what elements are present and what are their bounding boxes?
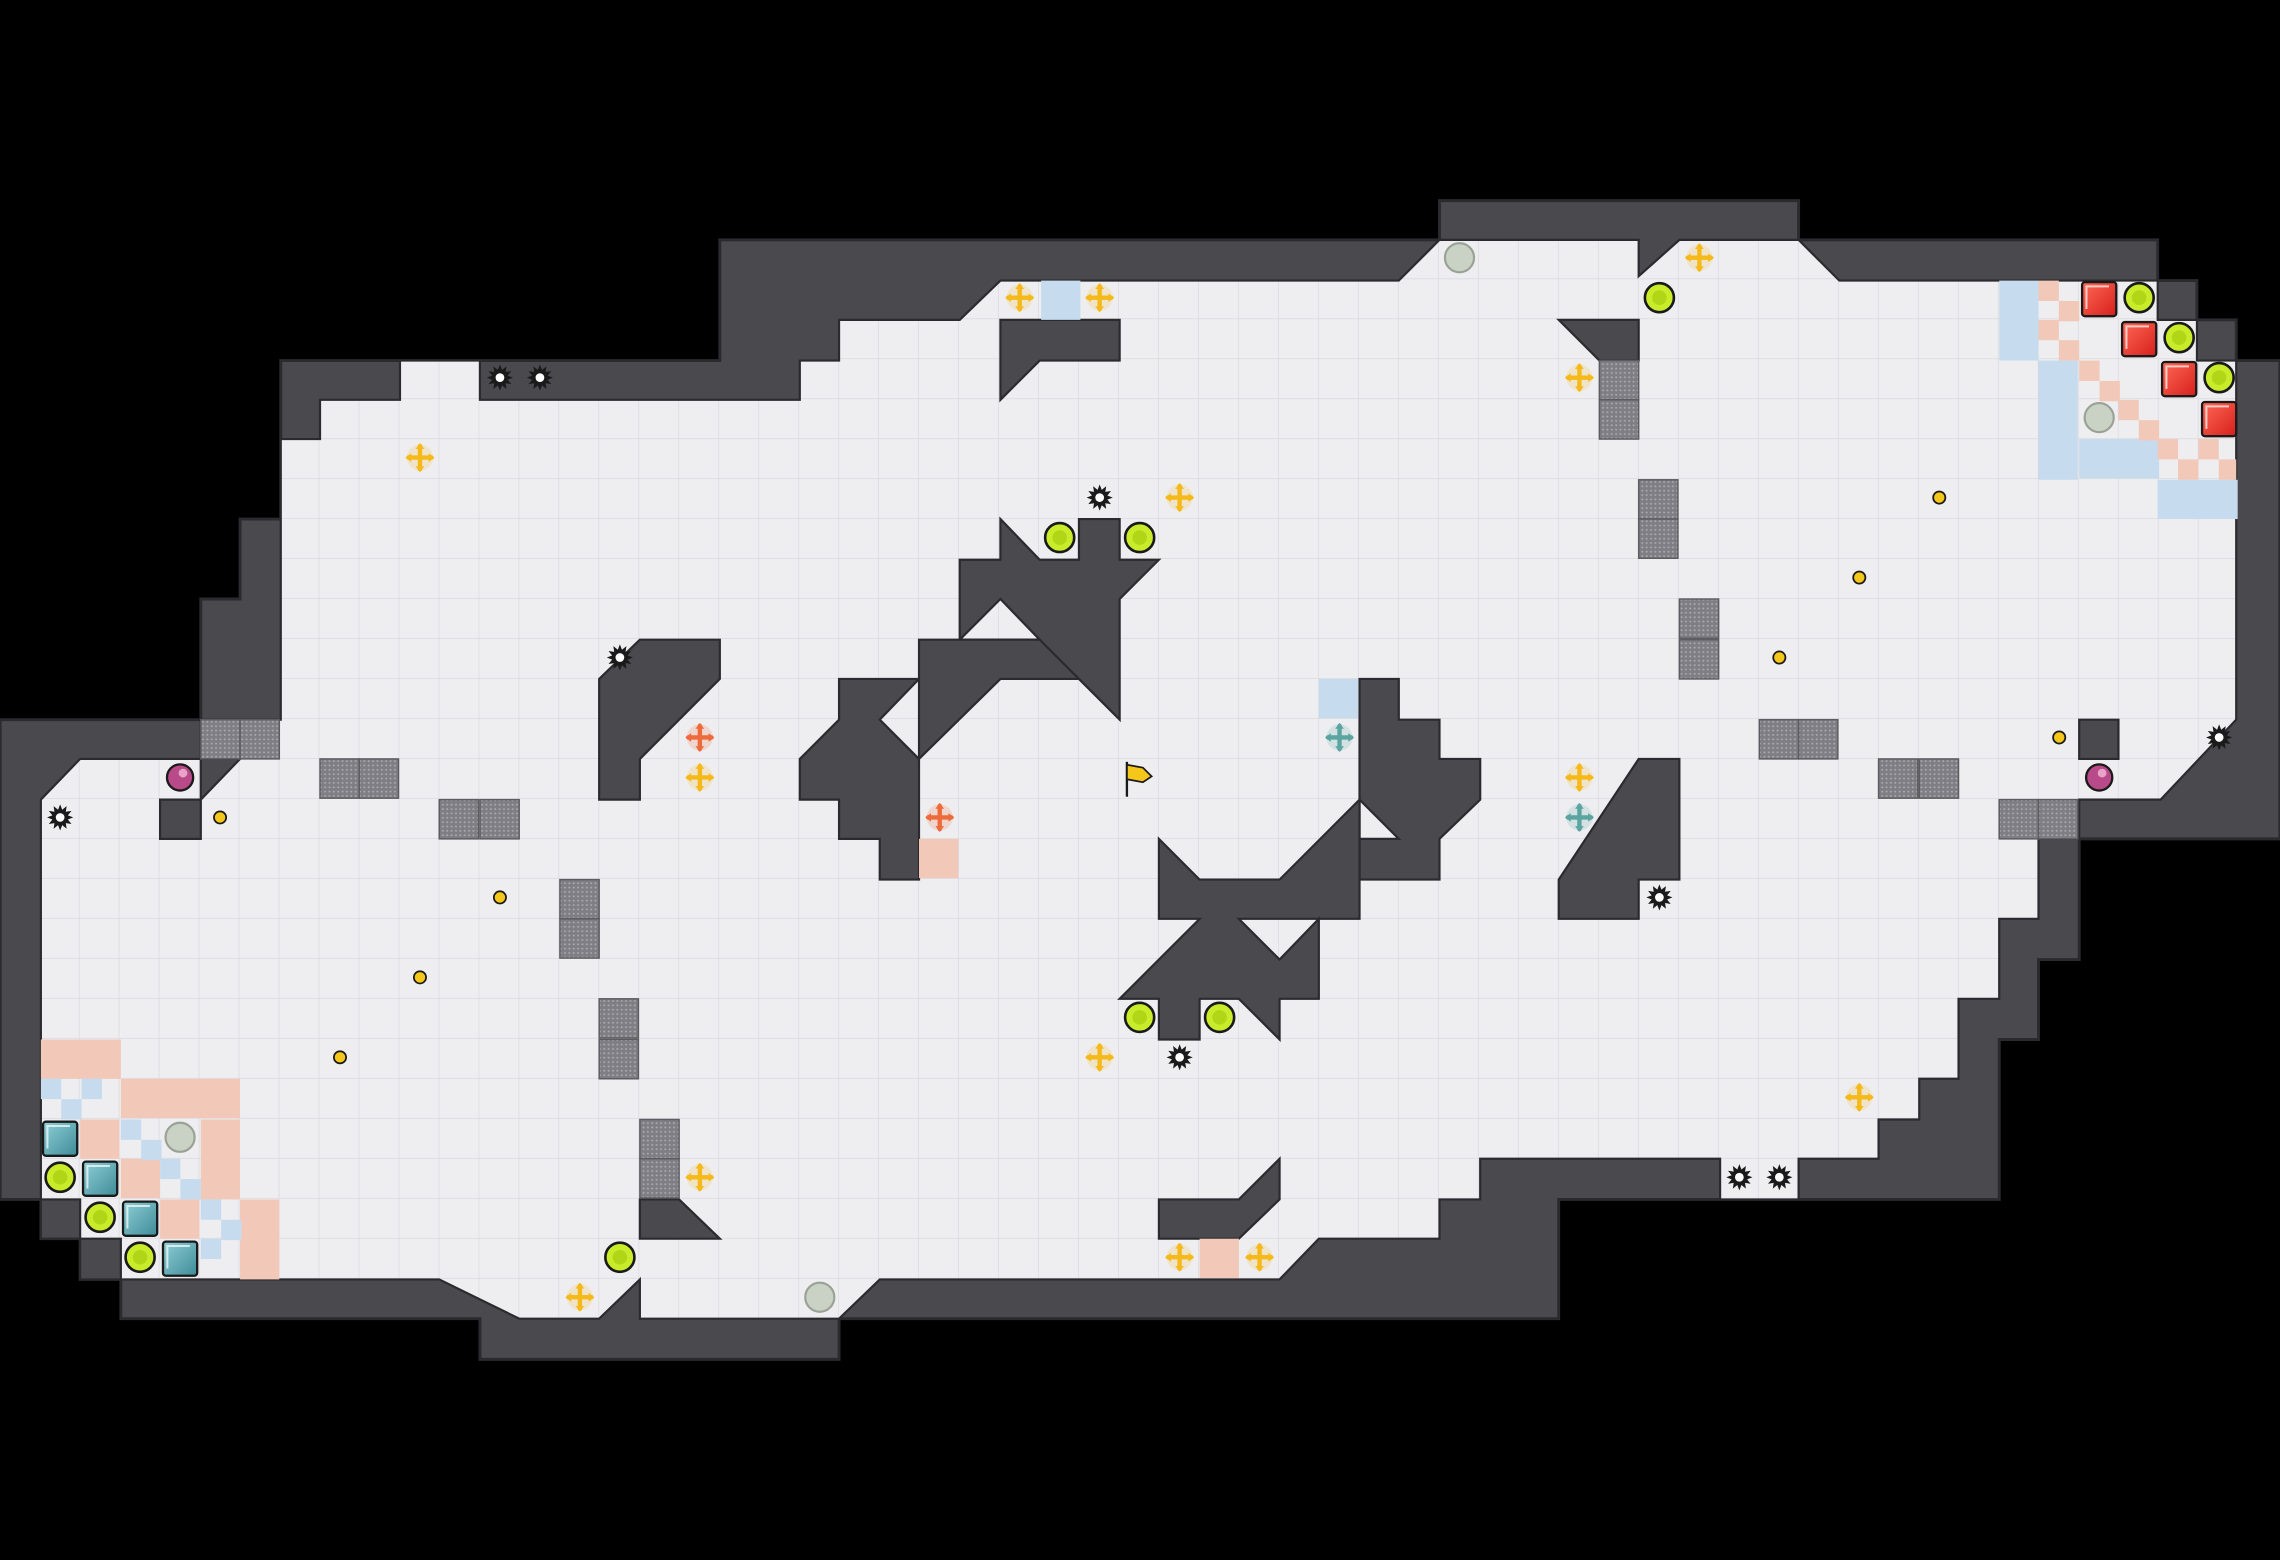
- point-marker-icon: [333, 1050, 347, 1065]
- red-team-base-tile: [2160, 360, 2198, 398]
- red-team-base-tile: [2080, 280, 2118, 318]
- spike-icon: [1766, 1164, 1793, 1191]
- bomb-icon[interactable]: [44, 1161, 76, 1194]
- bomb-icon[interactable]: [2123, 281, 2156, 314]
- speed-powerup-icon[interactable]: [1245, 1242, 1275, 1272]
- inactive-bomb-icon: [2083, 401, 2115, 434]
- team-bases: [41, 280, 2238, 1277]
- rolling-bomb-powerup-icon[interactable]: [925, 802, 955, 832]
- boost-icon[interactable]: [2084, 763, 2114, 792]
- blue-team-base-tile: [81, 1160, 119, 1197]
- red-team-zone: [919, 280, 2238, 1278]
- spike-icon: [526, 364, 554, 391]
- bomb-icon[interactable]: [84, 1201, 116, 1234]
- bomb-icon[interactable]: [1123, 521, 1156, 554]
- inactive-bomb-icon: [164, 1121, 196, 1153]
- speed-powerup-icon[interactable]: [685, 1162, 715, 1192]
- spike-icon: [1166, 1044, 1193, 1071]
- speed-powerup-icon[interactable]: [1684, 243, 1714, 273]
- inactive-bomb-icon: [1443, 242, 1476, 274]
- boost-icon[interactable]: [165, 763, 195, 792]
- bomb-icon[interactable]: [604, 1241, 636, 1274]
- rolling-bomb-powerup-icon[interactable]: [685, 722, 715, 753]
- point-marker-icon: [412, 970, 427, 985]
- point-marker-icon: [2052, 730, 2067, 745]
- speed-powerup-icon[interactable]: [1564, 762, 1594, 792]
- bomb-icon[interactable]: [1203, 1001, 1236, 1034]
- blue-team-base-tile: [41, 1120, 79, 1157]
- spike-icon: [1086, 484, 1113, 511]
- juke-juice-powerup-icon[interactable]: [1564, 802, 1594, 832]
- bomb-icon[interactable]: [1123, 1001, 1156, 1034]
- blue-team-base-tile: [121, 1200, 159, 1237]
- speed-powerup-icon[interactable]: [1085, 1042, 1115, 1072]
- juke-juice-powerup-icon[interactable]: [1325, 722, 1355, 753]
- speed-powerup-icon[interactable]: [1165, 483, 1195, 513]
- speed-powerup-icon[interactable]: [1564, 363, 1594, 393]
- blue-team-zone: [40, 280, 1081, 1280]
- bomb-icon[interactable]: [124, 1241, 156, 1274]
- speed-powerup-icon[interactable]: [685, 762, 715, 792]
- red-team-base-tile: [2200, 400, 2238, 438]
- inner-walls: [39, 318, 2120, 1281]
- spike-icon: [1726, 1164, 1753, 1191]
- spike-icon: [486, 364, 514, 391]
- speed-powerup-icon[interactable]: [1005, 283, 1035, 313]
- speed-powerup-icon[interactable]: [1165, 1242, 1195, 1272]
- vents: [200, 359, 2079, 1199]
- speed-powerup-icon[interactable]: [405, 443, 435, 473]
- point-marker-icon: [492, 890, 507, 905]
- map-items: [44, 242, 2235, 1313]
- point-marker-icon: [1932, 490, 1947, 505]
- speed-powerup-icon[interactable]: [565, 1282, 595, 1312]
- red-team-base-tile: [2120, 320, 2158, 358]
- bomb-icon[interactable]: [2203, 361, 2235, 394]
- bomb-icon[interactable]: [2163, 321, 2195, 354]
- bomb-icon[interactable]: [1043, 521, 1076, 554]
- spike-icon: [47, 804, 74, 831]
- speed-powerup-icon[interactable]: [1085, 283, 1115, 313]
- inactive-bomb-icon: [804, 1281, 836, 1313]
- spike-icon: [606, 644, 633, 671]
- speed-powerup-icon[interactable]: [1844, 1082, 1874, 1112]
- point-marker-icon: [1772, 650, 1787, 665]
- point-marker-icon: [213, 810, 228, 825]
- bomb-icon[interactable]: [1643, 281, 1676, 314]
- spike-icon: [1646, 884, 1673, 911]
- point-marker-icon: [1852, 570, 1867, 585]
- blue-team-base-tile: [161, 1240, 199, 1277]
- spike-icon: [2206, 724, 2233, 751]
- flag-icon[interactable]: [1125, 761, 1154, 797]
